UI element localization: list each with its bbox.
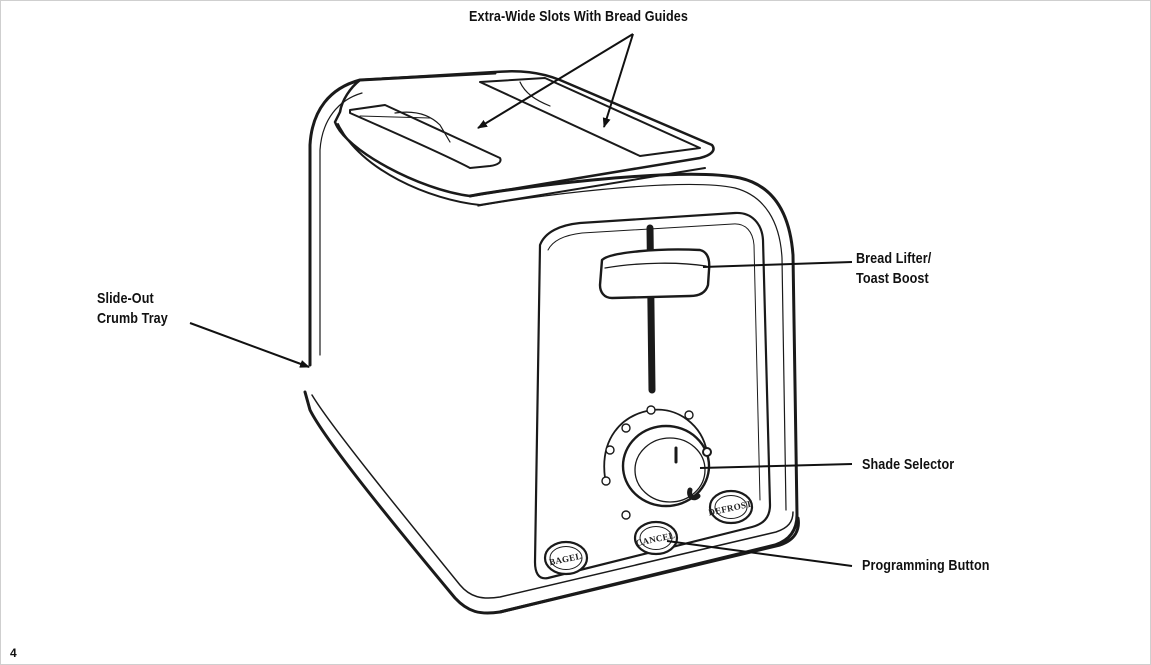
control-panel [533,211,772,580]
crumb-tray-callout: Slide-Out Crumb Tray [97,289,168,329]
crumb-tray-label-line2: Crumb Tray [97,310,168,327]
bagel-button [543,540,589,576]
cancel-button [633,520,679,556]
slots-leader-left [477,33,634,129]
shade-dot [621,510,631,520]
bread-slot-left [349,104,502,169]
shade-selector-leader [699,463,853,469]
crumb-tray-label-line1: Slide-Out [97,290,154,307]
shade-dot [601,476,611,486]
programming-button-label: Programming Button [862,557,990,574]
shade-dot [605,445,615,455]
crumb-tray-leader [189,322,310,368]
slots-callout: Extra-Wide Slots With Bread Guides [469,7,688,27]
page-number: 4 [10,646,17,660]
shade-selector-callout: Shade Selector [862,455,954,475]
shade-dot [684,410,694,420]
programming-button-leader [666,540,853,567]
defrost-button [708,489,754,525]
bread-lifter-lever [598,248,711,300]
toaster-front-face [468,172,799,614]
bread-lifter-label-line1: Bread Lifter/ [856,250,932,267]
programming-button-callout: Programming Button [862,556,990,576]
shade-dot [621,423,631,433]
bread-slot-right [479,77,701,157]
shade-dot [646,405,656,415]
slots-leader-right [602,33,634,128]
slots-label: Extra-Wide Slots With Bread Guides [469,8,688,25]
shade-dot [702,447,712,457]
bread-lifter-label-line2: Toast Boost [856,270,929,287]
shade-selector-label: Shade Selector [862,456,955,473]
toaster-base [303,390,800,615]
bread-lifter-callout: Bread Lifter/ Toast Boost [856,249,931,289]
bread-lifter-leader [702,261,853,268]
